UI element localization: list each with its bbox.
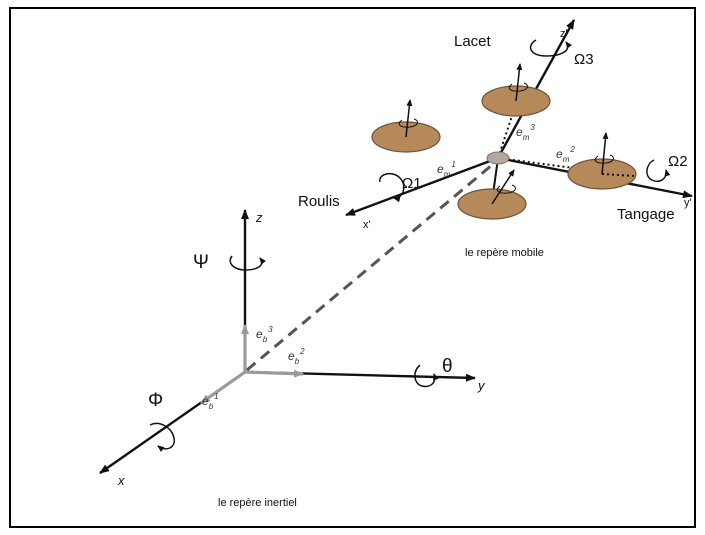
- rotation-theta-arrow: [414, 364, 439, 388]
- vector-label-em3: em3: [516, 123, 535, 142]
- mobile-frame-caption: le repère mobile: [465, 247, 544, 259]
- rotor-front: [481, 63, 551, 117]
- rotation-tangage-arrow: [646, 159, 671, 182]
- roulis-label: Roulis: [298, 193, 340, 210]
- vector-label-em1: em1: [437, 160, 456, 179]
- vector-label-em2: em2: [556, 145, 575, 164]
- mobile-y-label: y': [684, 197, 692, 209]
- rotation-psi-arrow: [229, 255, 266, 271]
- lacet-label: Lacet: [454, 33, 492, 50]
- figure-border: [9, 7, 696, 528]
- angle-psi-label: Ψ: [193, 252, 209, 273]
- rotation-roulis-arrow: [379, 172, 405, 203]
- quadrotor-hub: [486, 151, 510, 165]
- unit-vector-eb1: [200, 370, 246, 405]
- rotor-rear: [457, 169, 527, 220]
- vector-label-eb2: eb2: [288, 347, 305, 366]
- tangage-label: Tangage: [617, 206, 675, 223]
- angle-phi-label: Φ: [148, 390, 163, 411]
- frame-link-dashed: [246, 158, 499, 372]
- omega2-label: Ω2: [668, 153, 688, 170]
- omega1-label: Ω1: [402, 175, 422, 192]
- vector-label-eb1: eb1: [202, 392, 219, 411]
- vector-label-eb3: eb3: [256, 325, 273, 344]
- inertial-y-label: y: [477, 378, 486, 393]
- rotation-lacet-arrow: [529, 39, 572, 57]
- rotor-left: [371, 99, 441, 153]
- inertial-frame: z y x Ψ θ Φ eb3 eb2 eb1 le repère inerti…: [99, 158, 499, 509]
- rotor-right: [567, 132, 637, 190]
- mobile-z-label: z': [560, 28, 568, 40]
- inertial-x-label: x: [117, 473, 125, 488]
- omega3-label: Ω3: [574, 51, 594, 68]
- inertial-z-label: z: [255, 210, 263, 225]
- mobile-x-label: x': [363, 219, 371, 231]
- mobile-x-axis: [345, 156, 499, 217]
- mobile-frame: z' y' x' Lacet Roulis Tangage Ω3 Ω1 Ω2 e…: [298, 19, 693, 259]
- angle-theta-label: θ: [442, 356, 453, 377]
- rotation-phi-arrow: [149, 422, 175, 452]
- unit-vector-eb2: [244, 369, 304, 378]
- inertial-frame-caption: le repère inertiel: [218, 497, 297, 509]
